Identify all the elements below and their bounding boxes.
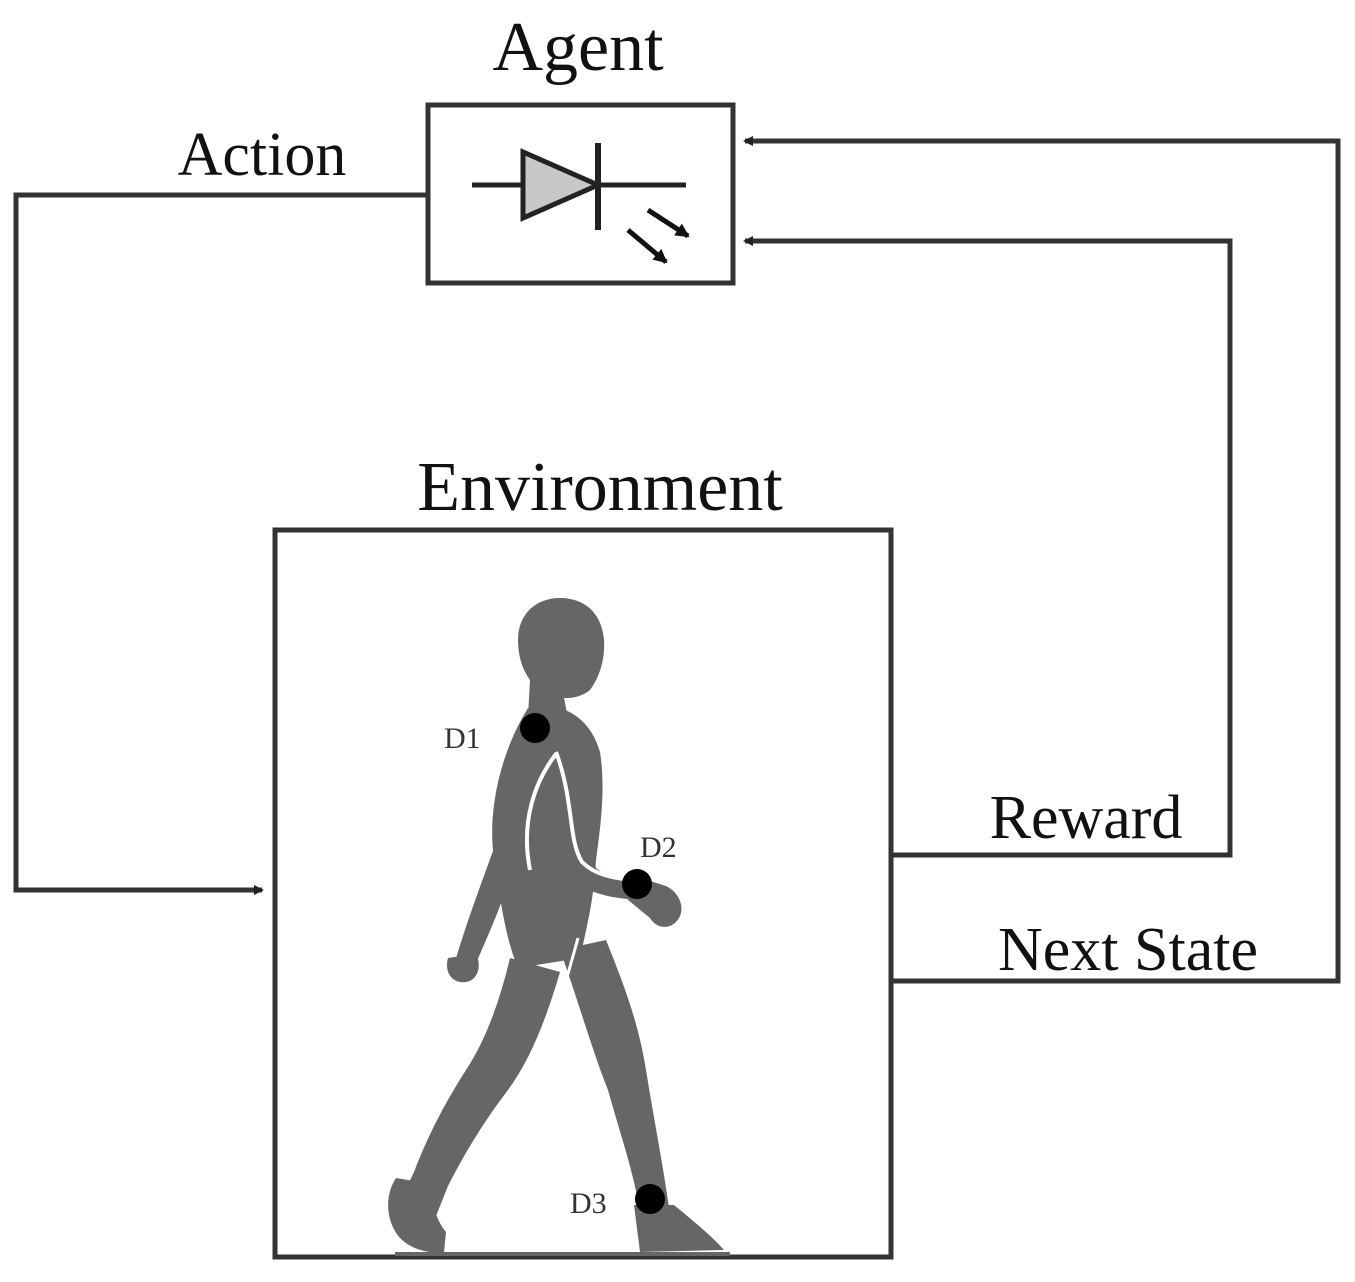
reward-label: Reward: [990, 784, 1183, 852]
photodiode-icon: [472, 143, 690, 264]
reward-arrow: [743, 236, 1233, 858]
agent-title: Agent: [492, 9, 664, 86]
sensor-d3-dot: [635, 1184, 665, 1214]
sensor-d2-label: D2: [640, 831, 677, 864]
environment-title: Environment: [417, 449, 783, 526]
sensor-d2-dot: [622, 869, 652, 899]
sensor-d1-dot: [520, 713, 550, 743]
action-arrow: [13, 192, 428, 895]
sensor-d1-label: D1: [444, 722, 481, 755]
next-state-arrow: [743, 136, 1341, 984]
next-state-label: Next State: [998, 916, 1258, 984]
sensor-d3-label: D3: [570, 1187, 607, 1220]
action-label: Action: [178, 121, 347, 189]
